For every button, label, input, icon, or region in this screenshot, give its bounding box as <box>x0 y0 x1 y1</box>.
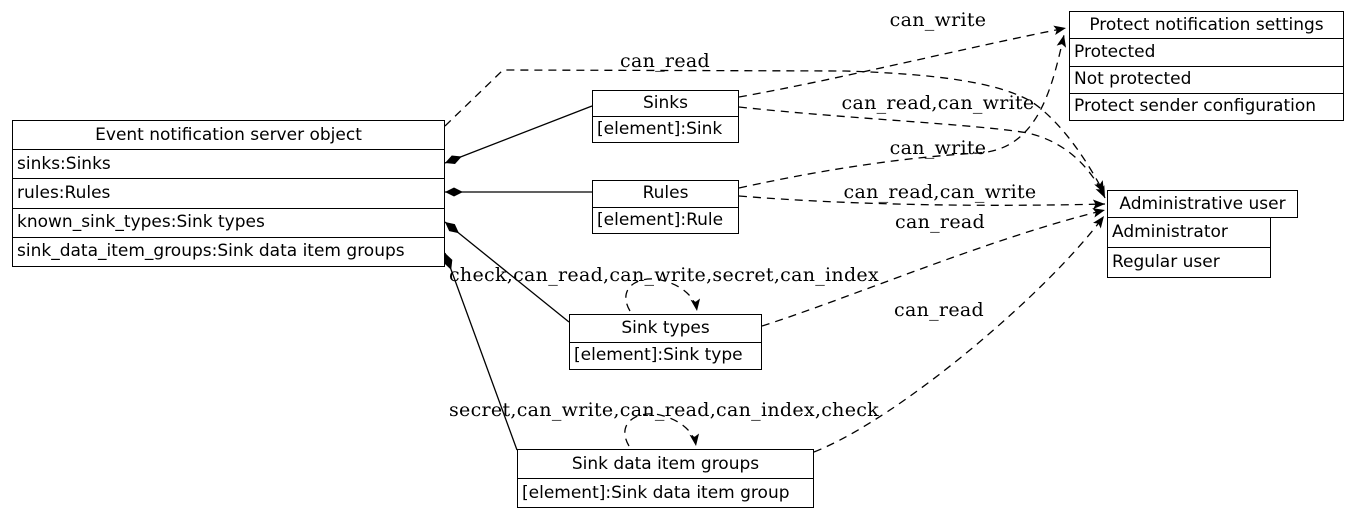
node-title: Protect notification settings <box>1089 14 1324 35</box>
node-title: Sink types <box>621 317 710 338</box>
edge-sink-types-self-loop <box>625 278 701 312</box>
node-title: Sinks <box>643 93 688 113</box>
edge-label-rules-pns: can_write <box>889 137 987 159</box>
edge-label-sink-data-item-groups-self: secret,can_write,can_read,can_index,chec… <box>448 399 880 421</box>
node-sinks: Sinks [element]:Sink <box>592 90 739 143</box>
field-regular-user: Regular user <box>1108 247 1270 277</box>
field-administrator: Administrator <box>1112 222 1228 242</box>
edge-label-sinks-admin: can_read,can_write <box>841 92 1035 114</box>
node-title: Event notification server object <box>95 124 362 145</box>
field-protected: Protected <box>1070 38 1343 65</box>
node-title: Administrative user <box>1119 193 1286 214</box>
node-sink-types: Sink types [element]:Sink type <box>569 314 762 370</box>
edge-label-sinks-pns: can_write <box>889 9 987 31</box>
field-protect-sender-configuration: Protect sender configuration <box>1070 92 1343 120</box>
edge-composition-sink-types <box>444 221 570 323</box>
edge-composition-sinks <box>444 105 593 164</box>
edge-rules-to-protect-settings <box>738 34 1067 189</box>
node-rules: Rules [element]:Rule <box>592 180 739 234</box>
edge-sinks-to-protect-settings <box>738 25 1067 98</box>
edge-sinks-to-admin-user <box>738 106 1106 199</box>
edge-label-sink-data-item-groups-admin: can_read <box>894 299 984 321</box>
field-element: [element]:Sink data item group <box>518 478 813 507</box>
edge-composition-sink-data-item-groups <box>443 252 518 451</box>
node-protect-notification-settings: Protect notification settings Protected … <box>1069 11 1344 121</box>
field-known-sink-types: known_sink_types:Sink types <box>13 207 444 237</box>
field-element: [element]:Rule <box>593 206 738 234</box>
field-element: [element]:Sink <box>593 116 738 142</box>
field-element: [element]:Sink type <box>570 341 761 370</box>
field-sink-data-item-groups: sink_data_item_groups:Sink data item gro… <box>13 236 444 266</box>
node-administrative-user-body: Administrator Regular user <box>1107 217 1271 278</box>
node-sink-data-item-groups: Sink data item groups [element]:Sink dat… <box>517 449 814 508</box>
edge-label-server-admin: can_read <box>620 50 710 72</box>
edge-rules-to-admin-user <box>738 195 1106 210</box>
edge-sink-data-item-groups-self-loop <box>624 413 700 447</box>
field-rules: rules:Rules <box>13 178 444 207</box>
field-sinks: sinks:Sinks <box>13 149 444 178</box>
edge-label-sink-types-admin: can_read <box>895 211 985 233</box>
node-title: Sink data item groups <box>571 453 760 474</box>
node-event-notification-server-object: Event notification server object sinks:S… <box>12 120 445 267</box>
edge-sink-data-item-groups-to-admin-user <box>813 215 1105 453</box>
edge-label-rules-admin: can_read,can_write <box>843 181 1037 203</box>
edge-label-sink-types-self: check,can_read,can_write,secret,can_inde… <box>448 264 880 286</box>
edge-server-to-admin-user <box>444 69 1105 194</box>
node-administrative-user: Administrative user <box>1107 190 1298 218</box>
edge-sink-types-to-admin-user <box>761 208 1106 327</box>
node-title: Rules <box>642 183 689 204</box>
field-not-protected: Not protected <box>1070 65 1343 93</box>
